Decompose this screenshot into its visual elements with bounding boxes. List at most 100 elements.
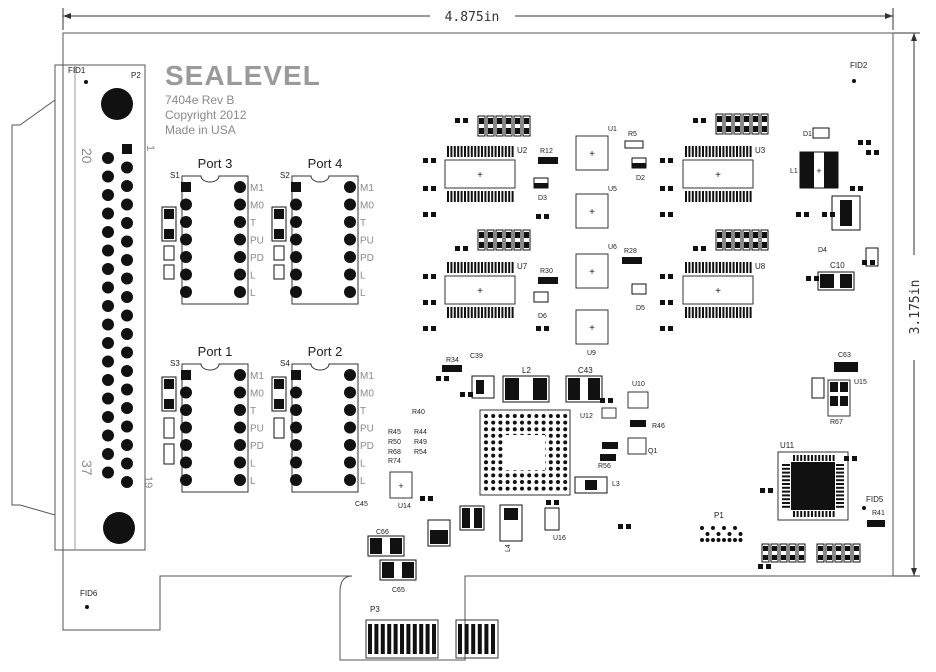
svg-text:U8: U8	[755, 262, 766, 271]
switch-pin-label: PU	[250, 424, 264, 435]
svg-text:R28: R28	[624, 248, 637, 255]
svg-text:R44: R44	[414, 429, 427, 436]
switch-pin-label: M0	[360, 201, 374, 212]
svg-text:R5: R5	[628, 131, 637, 138]
db37-pin	[121, 161, 133, 174]
svg-text:U3: U3	[755, 146, 766, 155]
s4-port-label: Port 2	[308, 344, 343, 359]
db37-pin	[121, 439, 133, 451]
resistor-packs	[477, 113, 769, 251]
db37-pin	[102, 355, 114, 368]
svg-text:U16: U16	[553, 535, 566, 542]
switch-pin-label: M1	[360, 371, 374, 382]
svg-text:+: +	[398, 481, 403, 491]
ic-u7: + U7	[444, 262, 528, 305]
s4-ref: S4	[280, 359, 290, 368]
switch-pin-label: M1	[360, 183, 374, 194]
db37-pin	[121, 457, 133, 470]
db37-pin	[121, 365, 133, 377]
svg-text:C43: C43	[578, 366, 593, 375]
svg-text:R41: R41	[872, 510, 885, 517]
s1-ref: S1	[170, 171, 180, 180]
svg-text:U12: U12	[580, 413, 593, 420]
fid5-label: FID5	[866, 495, 884, 504]
svg-text:R54: R54	[414, 449, 427, 456]
db37-pin	[102, 429, 114, 442]
svg-text:R74: R74	[388, 458, 401, 465]
switch-pin-label: L	[250, 288, 256, 299]
ic-u5: + U5	[575, 186, 617, 229]
switch-pin-label: T	[250, 406, 256, 417]
u14-chip: + U14 C45	[355, 471, 413, 510]
db37-pin	[102, 466, 114, 479]
svg-text:U7: U7	[517, 262, 528, 271]
svg-text:D3: D3	[538, 195, 547, 202]
power-section: + L1 C10	[790, 151, 879, 291]
ic-u11-qfp: U11	[777, 441, 849, 521]
switch-pin-label: L	[360, 476, 366, 487]
ic-u9: + U9	[575, 309, 609, 357]
svg-text:C39: C39	[470, 353, 483, 360]
switch-pin-label: T	[360, 218, 366, 229]
switch-passives	[161, 206, 287, 465]
db37-pin	[121, 254, 133, 266]
s1-port-label: Port 3	[198, 156, 233, 171]
s2-port-label: Port 4	[308, 156, 343, 171]
svg-text:R49: R49	[414, 439, 427, 446]
switch-pin-label: T	[250, 218, 256, 229]
svg-text:R46: R46	[652, 423, 665, 430]
svg-text:D2: D2	[636, 175, 645, 182]
db37-pin	[102, 318, 114, 331]
height-dimension: 3.175in	[893, 32, 923, 577]
db37-pin	[121, 402, 133, 414]
fid6-mark	[85, 605, 89, 609]
svg-text:C45: C45	[355, 501, 368, 508]
diodes: D3 D2 D6 D5 D1 D4	[533, 127, 830, 320]
switch-pin-label: L	[360, 271, 366, 282]
db37-pin	[121, 291, 133, 303]
svg-text:R67: R67	[830, 419, 843, 426]
switch-pin-label: M0	[250, 389, 264, 400]
db37-pin	[102, 392, 114, 405]
svg-text:U5: U5	[608, 186, 617, 193]
board-rev: 7404e Rev B	[165, 93, 234, 107]
switch-pin-label: PU	[360, 236, 374, 247]
svg-text:P1: P1	[714, 511, 724, 520]
board-copyright: Copyright 2012	[165, 108, 247, 122]
db37-pin-field	[102, 144, 133, 488]
mount-hole-bottom	[103, 512, 135, 544]
svg-text:+: +	[589, 323, 595, 334]
fpga-bga	[479, 409, 571, 496]
switch-pin-label: M1	[250, 371, 264, 382]
svg-text:+: +	[477, 170, 483, 181]
ic-u2: + U2	[444, 146, 528, 189]
db37-pin	[102, 207, 114, 220]
svg-text:D6: D6	[538, 313, 547, 320]
svg-text:U1: U1	[608, 126, 617, 133]
db37-pin	[121, 346, 133, 359]
db37-pin	[121, 476, 133, 488]
svg-text:U9: U9	[587, 350, 596, 357]
header-p1: P1	[700, 511, 743, 542]
db37-pin	[121, 235, 133, 248]
db37-pin	[121, 272, 133, 285]
mount-hole-top	[101, 88, 133, 120]
svg-text:D1: D1	[803, 131, 812, 138]
svg-text:Q1: Q1	[648, 448, 657, 455]
db37-pin	[102, 337, 114, 349]
db37-pin	[121, 180, 133, 192]
mounting-bracket	[11, 99, 56, 516]
fid5-mark	[862, 506, 866, 510]
svg-text:C10: C10	[830, 261, 845, 270]
small-capacitors	[420, 118, 879, 569]
pcie-edge-p3: P3	[365, 605, 499, 659]
s3-ref: S3	[170, 359, 180, 368]
db37-pin	[121, 309, 133, 322]
ic-u6: + U6	[575, 244, 617, 289]
db37-pin	[102, 281, 114, 294]
pin37-label: 37	[79, 460, 95, 476]
